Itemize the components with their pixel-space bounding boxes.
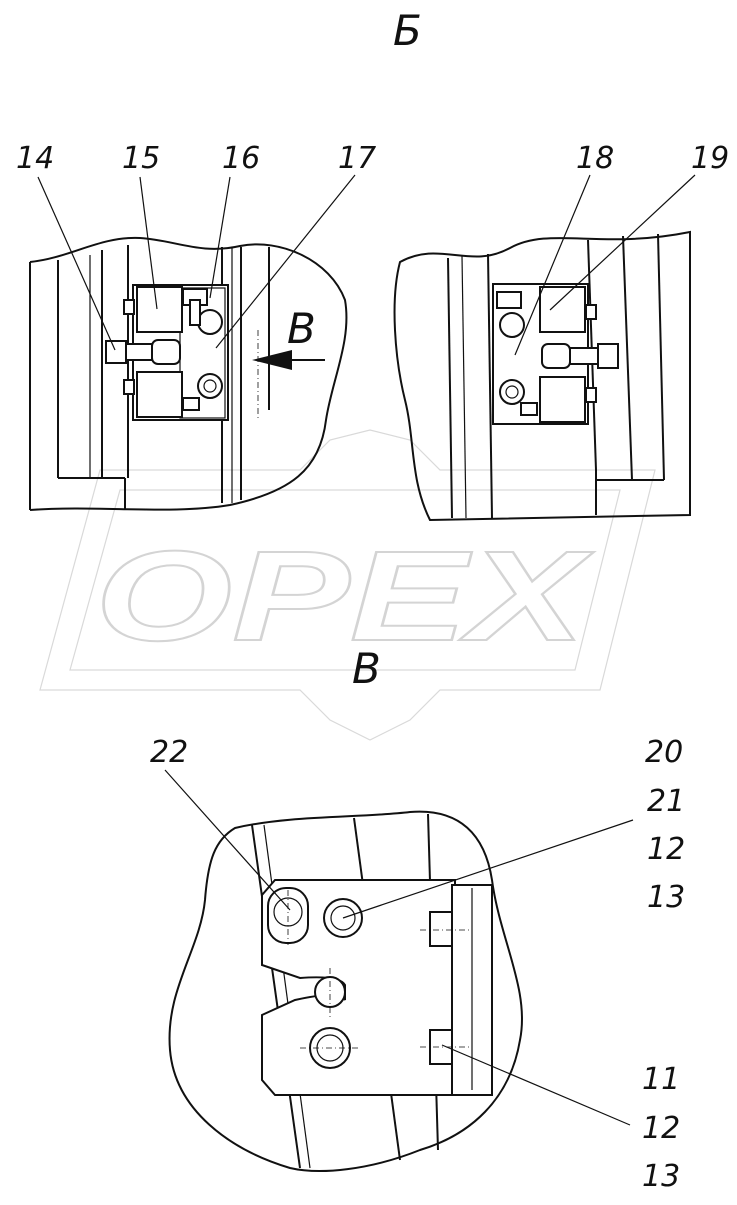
callout-19: 19	[691, 141, 729, 176]
watermark-text: OPEX	[95, 525, 594, 668]
leader-lines	[37, 174, 696, 1126]
left-detail-view: В	[29, 236, 348, 511]
arrow-label-v: В	[287, 304, 316, 353]
callout-13-top: 13	[647, 880, 685, 915]
callout-13-bottom: 13	[642, 1159, 680, 1194]
callout-20: 20	[645, 735, 683, 770]
right-detail-view	[393, 230, 691, 522]
view-title-v: В	[352, 644, 381, 693]
callout-18: 18	[576, 141, 614, 176]
callout-16: 16	[222, 141, 260, 176]
callout-15: 15	[122, 141, 160, 176]
callout-12-top: 12	[647, 832, 685, 867]
callouts: 14 15 16 17 18 19 22 20 21 12 13 11 12 1…	[16, 141, 729, 1194]
view-title-b: Б	[393, 6, 422, 55]
callout-12-bottom: 12	[642, 1111, 680, 1146]
watermark: OPEX	[39, 429, 656, 741]
bottom-detail-view	[168, 810, 524, 1172]
callout-22: 22	[150, 735, 188, 770]
callout-21: 21	[647, 784, 685, 819]
callout-14: 14	[16, 141, 54, 176]
callout-11: 11	[642, 1062, 680, 1097]
callout-17: 17	[338, 141, 376, 176]
